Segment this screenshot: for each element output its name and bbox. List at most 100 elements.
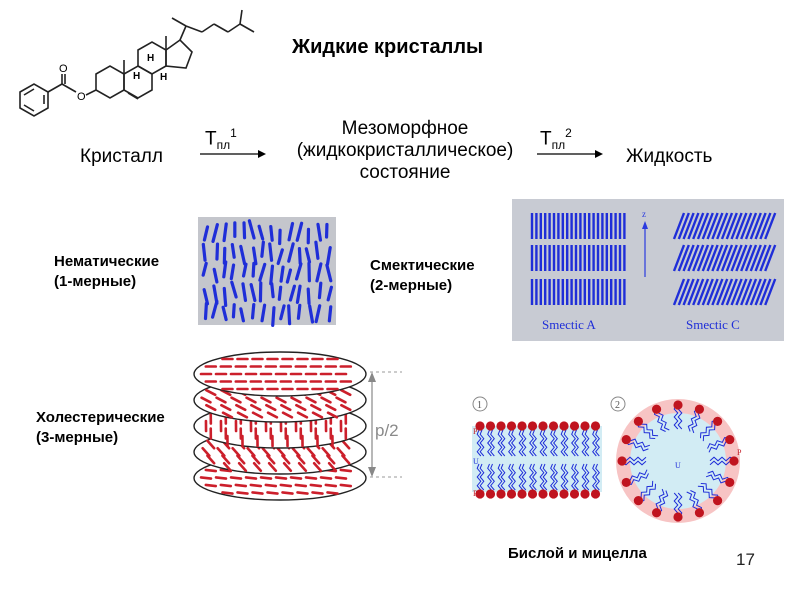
mesomorphic-line-1: Мезоморфное [341,118,469,139]
nematic-rod [215,242,220,261]
bilayer-p-top: P [473,427,478,436]
cholesteric-rod [266,454,276,465]
nematic-rod [239,307,245,323]
nematic-rod [230,280,238,299]
nematic-rod [297,246,302,265]
smectic-c-rod [716,212,729,240]
smectic-c-rod [735,278,748,306]
nematic-rod [222,260,228,279]
lipid-tail [550,463,555,491]
nematic-line-1: Нематические [54,253,160,270]
smectic-line-2: (2-мерные) [370,277,453,294]
cholesteric-rod [311,411,324,419]
melting-temp-1: Тпл1 [205,126,237,152]
smectic-z-axis: z [642,209,646,219]
lipid-head [651,404,662,414]
lipid-tail [508,429,513,457]
lipid-head [621,477,631,488]
nematic-rod [247,219,256,240]
lipid-head [485,421,496,431]
lipid-head [580,421,590,431]
cholesteric-rod [229,476,243,480]
smectic-c-rod [682,244,695,272]
cholesteric-rod [236,411,249,419]
lipid-head [725,477,735,488]
cholesteric-rod [266,491,279,495]
t1-base: Т [205,128,217,150]
cholesteric-rod [275,396,287,404]
nematic-rod [222,222,228,243]
nematic-rod [222,286,228,307]
smectic-c-rod [740,278,753,306]
t1-sub: пл [216,138,231,153]
nematic-rod [326,285,333,302]
crystal-label: Кристалл [80,146,163,167]
cholesteric-rod [204,483,218,488]
nematic-rod [268,242,274,262]
cholesteric-rod [312,461,323,473]
nematic-rod [288,284,297,302]
cholesteric-rod [334,476,348,480]
lipid-head [725,434,735,445]
smectic-c-rod [720,212,734,240]
smectic-c-rod [749,244,762,272]
cholesteric-rod [214,476,228,480]
nematic-rod [315,262,323,283]
smectic-c-rod [692,244,705,272]
smectic-c-rod [744,278,758,306]
cholesteric-rod [251,491,264,495]
cholesteric-rod [280,403,292,412]
lipid-tail [479,463,485,491]
smectic-c-rod [711,244,724,272]
t1-sup: 1 [230,126,237,140]
lipid-tail [563,429,569,457]
bilayer-u-mid: U [473,457,479,466]
lipid-tail [673,404,679,430]
cholesteric-rod [244,476,258,480]
lipid-tail [529,463,534,491]
cholesteric-rod [319,476,333,480]
pitch-label: p/2 [375,421,399,440]
nematic-rod [239,244,247,266]
smectic-c-rod [754,244,767,272]
nematic-rod [201,261,208,277]
cholesteric-label: Холестерические (3-мерные) [36,408,165,448]
smectic-c-rod [744,212,758,240]
lipid-tail [518,429,524,457]
liquid-label: Жидкость [626,146,713,167]
atom-o-ester: O [77,91,86,103]
cholesteric-rod [320,396,332,404]
cholesteric-rod [215,396,227,404]
lipid-head [633,416,644,427]
smectic-c-rod [720,278,734,306]
lipid-head [548,489,559,499]
smectic-c-rod [716,244,729,272]
smectic-a-label: Smectic A [542,317,596,332]
cholesteric-rod [204,468,218,473]
cholesteric-rod [219,483,233,488]
lipid-head [694,508,705,518]
lipid-tail [592,429,597,457]
smectic-c-rod [716,278,729,306]
lipid-head [617,456,627,466]
cholesteric-rod [236,454,246,465]
smectic-c-rod [682,212,695,240]
cholesteric-rod [297,461,308,473]
lipid-tail [639,483,656,503]
nematic-rod [296,303,302,320]
cholesteric-rod [237,461,248,473]
cholesteric-rod [339,483,353,488]
cholesteric-rod [236,491,249,495]
lipid-tail [560,429,566,457]
lipid-tail [521,429,527,457]
lipid-tail [476,429,482,457]
cholesteric-rod [201,446,211,458]
nematic-rod [241,282,248,302]
cholesteric-rod [234,483,248,488]
lipid-tail [490,463,495,491]
lipid-tail [627,473,649,485]
lipid-tail [625,441,649,452]
lipid-tail [511,429,516,457]
cholesteric-rod [251,411,264,419]
nematic-rod [327,305,333,323]
